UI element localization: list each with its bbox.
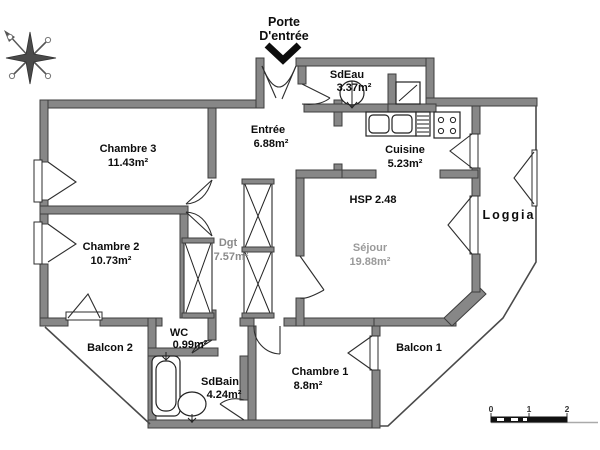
window-loggia-icon <box>531 149 538 207</box>
scale-tick-2: 2 <box>565 404 570 414</box>
room-area-chambre1: 8.8m² <box>294 380 323 392</box>
chambre1-door-icon <box>253 325 281 355</box>
window-sejour-1-icon <box>469 133 479 169</box>
room-label-chambre2: Chambre 2 <box>83 241 140 253</box>
room-label-loggia: Loggia <box>483 208 536 222</box>
room-label-dgt: Dgt <box>219 237 238 249</box>
window-sejour-2-icon <box>469 195 479 255</box>
room-label-wc: WC <box>170 327 188 339</box>
kitchen-sink-icon <box>365 111 431 137</box>
doors <box>185 65 331 421</box>
window-chambre1-icon <box>369 335 379 371</box>
entrance-door-icon <box>261 65 297 100</box>
room-label-entree: Entrée <box>251 124 285 136</box>
closet-left-icon <box>181 237 215 319</box>
chambre2-door-icon <box>185 211 213 237</box>
room-area-dgt: 7.57m² <box>214 251 249 263</box>
window-chambre2-icon <box>33 221 43 265</box>
room-area-wc: 0.99m² <box>173 339 208 351</box>
entrance-label-line1: Porte <box>268 15 300 29</box>
room-label-chambre3: Chambre 3 <box>100 143 157 155</box>
compass-icon <box>4 30 57 85</box>
room-label-sdeau: SdEau <box>330 69 364 81</box>
sdeau-door-icon <box>301 83 331 105</box>
fixtures <box>151 80 461 423</box>
bathroom-sink-icon <box>177 391 207 423</box>
appliance-icon <box>395 81 421 105</box>
shower-icon <box>339 80 365 109</box>
room-label-chambre1: Chambre 1 <box>292 366 349 378</box>
stove-icon <box>433 111 461 139</box>
room-area-chambre3: 11.43m² <box>108 157 149 169</box>
room-area-sdbain: 4.24m² <box>207 389 242 401</box>
scale-tick-0: 0 <box>489 404 494 414</box>
wc-door-icon <box>191 339 213 354</box>
labels: Porte D'entrée Chambre 3 11.43m² Chambre… <box>83 15 536 401</box>
sejour-door-icon <box>299 255 325 299</box>
room-area-sdeau: 3.37m² <box>337 82 372 94</box>
room-label-balcon1: Balcon 1 <box>396 342 442 354</box>
scale-bar: 0 1 2 <box>489 404 598 424</box>
room-label-cuisine: Cuisine <box>385 144 425 156</box>
entrance-label-line2: D'entrée <box>259 29 309 43</box>
room-label-sdbain: SdBain <box>201 376 239 388</box>
bathtub-icon <box>151 352 181 417</box>
room-area-entree: 6.88m² <box>254 138 289 150</box>
window-balcon2-icon <box>65 311 103 321</box>
room-area-sejour: 19.88m² <box>350 256 391 268</box>
windows <box>33 133 538 371</box>
room-area-chambre2: 10.73m² <box>91 255 132 267</box>
sdbain-door-icon <box>219 398 245 421</box>
chambre3-door-icon <box>185 179 213 205</box>
window-chambre3-icon <box>33 159 43 203</box>
scale-tick-1: 1 <box>527 404 532 414</box>
closet-right-icon <box>241 178 275 319</box>
balcony-edges <box>44 106 537 427</box>
entrance-arrow-icon <box>264 42 302 65</box>
ceiling-height-label: HSP 2.48 <box>350 194 397 206</box>
room-label-sejour: Séjour <box>353 242 388 254</box>
room-area-cuisine: 5.23m² <box>388 158 423 170</box>
closets <box>181 178 275 319</box>
room-label-balcon2: Balcon 2 <box>87 342 133 354</box>
